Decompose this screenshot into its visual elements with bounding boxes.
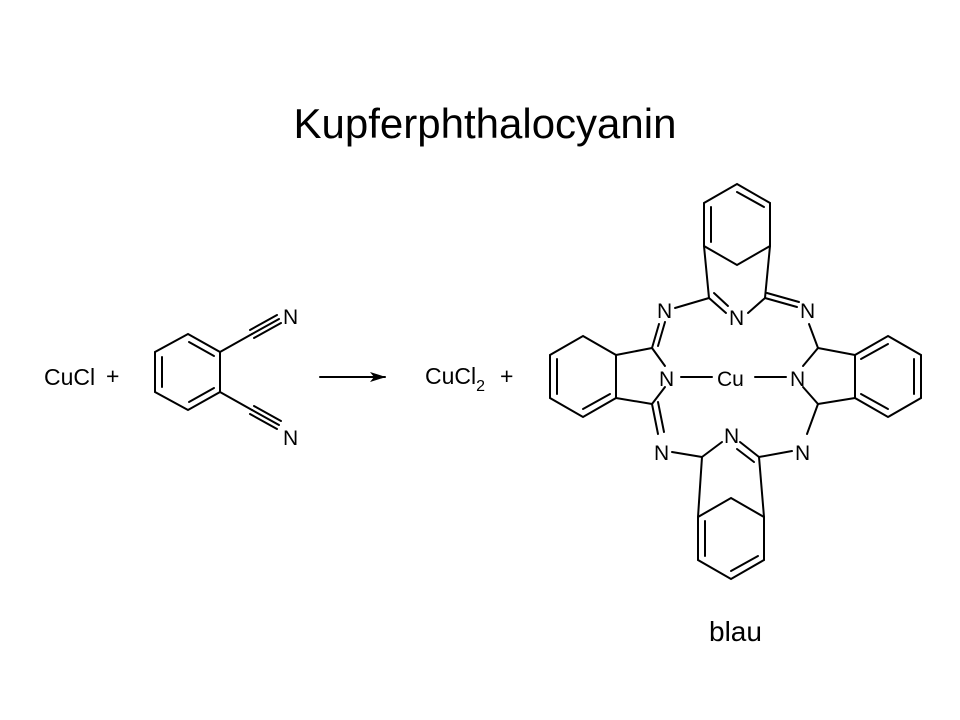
copper-center: Cu	[717, 368, 744, 391]
product-cucl2: CuCl2	[425, 363, 485, 395]
aza-n-top-left: N	[657, 300, 672, 323]
pyrrole-n-bottom: N	[724, 425, 739, 448]
plus-sign-2: +	[500, 363, 513, 389]
nitrile-n-bottom: N	[283, 427, 298, 450]
aza-n-bottom-right: N	[795, 442, 810, 465]
pyrrole-n-top: N	[729, 307, 744, 330]
reactant-cucl: CuCl	[44, 364, 95, 390]
color-caption: blau	[709, 616, 762, 647]
slide-title: Kupferphthalocyanin	[293, 100, 677, 147]
plus-sign-1: +	[106, 363, 119, 389]
aza-n-bottom-left: N	[654, 442, 669, 465]
pyrrole-n-left: N	[659, 368, 674, 391]
aza-n-top-right: N	[800, 300, 815, 323]
copper-phthalocyanine: N N N N N	[549, 182, 922, 581]
nitrile-n-top: N	[283, 306, 298, 329]
pyrrole-n-right: N	[790, 368, 805, 391]
phthalonitrile: N N	[154, 306, 298, 450]
